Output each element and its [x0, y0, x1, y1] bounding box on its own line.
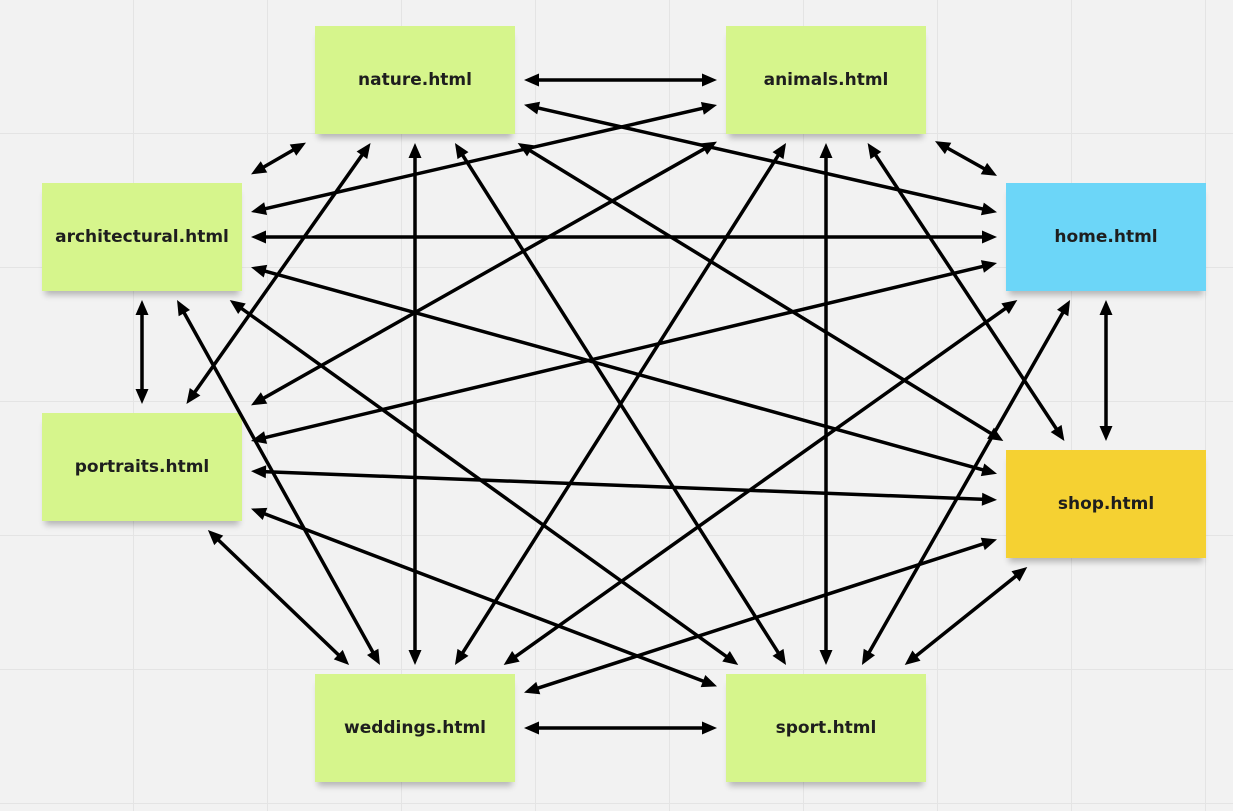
link-home-weddings [503, 300, 1018, 665]
link-portraits-weddings [207, 530, 350, 665]
link-architectural-portraits [135, 300, 149, 404]
link-nature-shop [517, 143, 1004, 441]
link-architectural-shop [251, 264, 997, 477]
link-nature-sport [454, 143, 787, 665]
note-label-animals: animals.html [763, 70, 889, 90]
link-portraits-sport [251, 507, 717, 688]
note-nature[interactable]: nature.html [315, 26, 515, 134]
link-shop-weddings [524, 537, 997, 695]
link-home-portraits [251, 260, 997, 444]
note-portraits[interactable]: portraits.html [42, 413, 242, 521]
note-sport[interactable]: sport.html [726, 674, 926, 782]
link-animals-home [935, 141, 997, 176]
note-label-sport: sport.html [775, 718, 877, 738]
link-portraits-shop [251, 465, 997, 506]
note-home[interactable]: home.html [1006, 183, 1206, 291]
link-architectural-sport [229, 300, 739, 665]
note-label-architectural: architectural.html [55, 227, 229, 247]
link-home-shop [1099, 300, 1113, 441]
note-label-home: home.html [1054, 227, 1158, 247]
link-shop-sport [904, 567, 1028, 665]
note-label-nature: nature.html [358, 70, 472, 90]
link-nature-weddings [408, 143, 422, 665]
note-shop[interactable]: shop.html [1006, 450, 1206, 558]
note-label-shop: shop.html [1057, 494, 1155, 514]
link-animals-sport [819, 143, 833, 665]
note-animals[interactable]: animals.html [726, 26, 926, 134]
note-label-weddings: weddings.html [343, 718, 487, 738]
link-nature-architectural [251, 142, 306, 175]
link-animals-portraits [251, 141, 717, 406]
note-architectural[interactable]: architectural.html [42, 183, 242, 291]
link-weddings-sport [524, 721, 717, 735]
link-animals-weddings [454, 143, 787, 665]
link-nature-animals [524, 73, 717, 87]
link-architectural-home [251, 230, 997, 244]
note-label-portraits: portraits.html [74, 457, 210, 477]
note-weddings[interactable]: weddings.html [315, 674, 515, 782]
